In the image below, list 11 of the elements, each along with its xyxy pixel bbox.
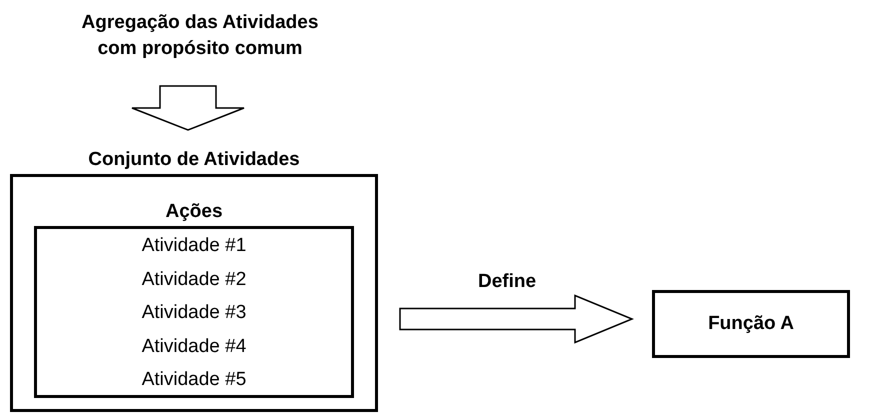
caption-text: Agregação das Atividades com propósito comum bbox=[80, 11, 320, 61]
activity-text: Atividade #2 bbox=[140, 268, 248, 292]
activity-text: Atividade #1 bbox=[140, 234, 248, 258]
activity-text: Atividade #5 bbox=[140, 368, 248, 392]
hollow-arrow bbox=[131, 85, 245, 131]
list-heading: Ações bbox=[164, 200, 224, 224]
activity-text: Atividade #4 bbox=[140, 334, 248, 358]
function-box: Função A bbox=[652, 290, 850, 358]
hollow-arrow bbox=[399, 294, 634, 344]
activity-text: Atividade #3 bbox=[140, 301, 248, 325]
group-heading: Conjunto de Atividades bbox=[87, 148, 301, 172]
